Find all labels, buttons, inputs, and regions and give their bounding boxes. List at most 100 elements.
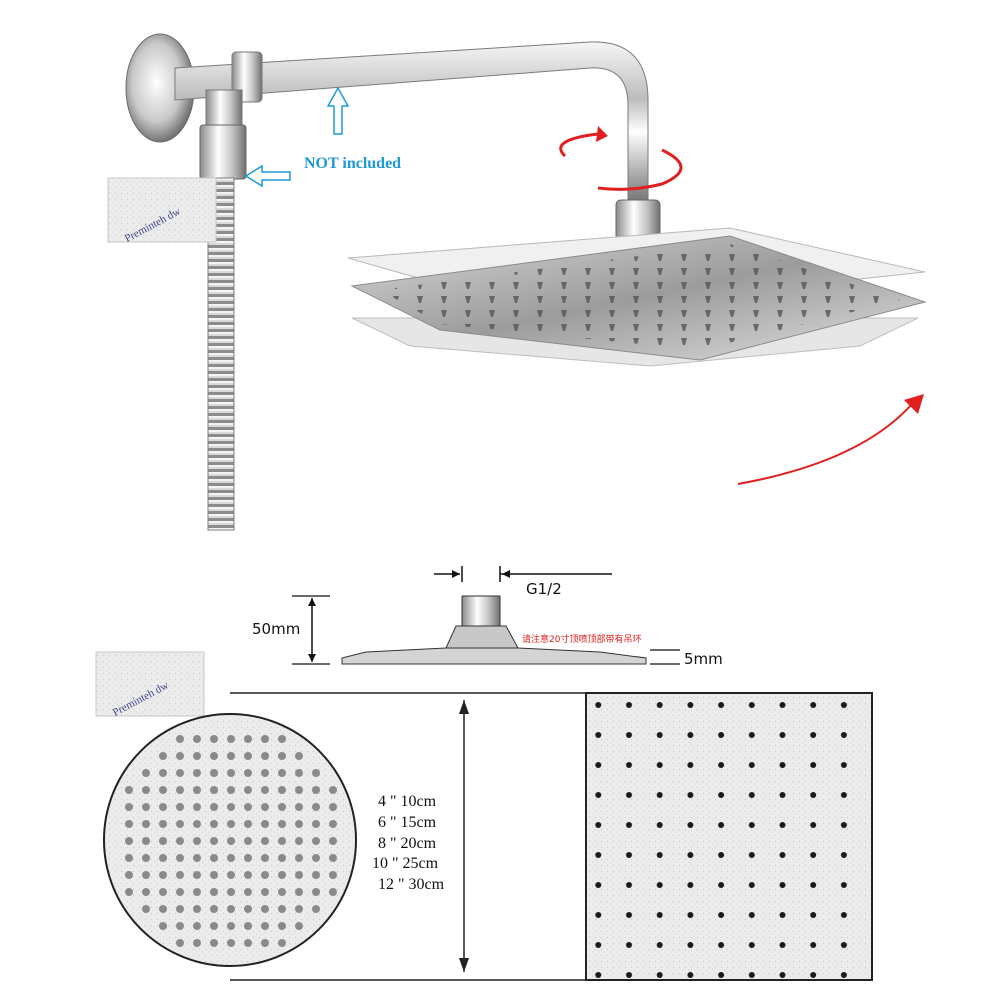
nozzle-dot: [210, 820, 218, 828]
nozzle-dot: [295, 871, 303, 879]
nozzle-dot: [227, 939, 235, 947]
nozzle-dot: [159, 803, 167, 811]
square-nozzle-grid: [588, 696, 870, 978]
nozzle-dot: [295, 888, 303, 896]
nozzle-dot: [227, 888, 235, 896]
nozzle-dot: [261, 837, 269, 845]
nozzle-dot: [312, 803, 320, 811]
hose-nut: [199, 124, 247, 180]
nozzle-dot: [261, 752, 269, 760]
nozzle-dot: [295, 803, 303, 811]
thickness-label: 5mm: [684, 650, 723, 668]
plate-profile: [341, 647, 647, 665]
nozzle-dot: [278, 905, 286, 913]
nozzle-dot: [210, 905, 218, 913]
nozzle-dot: [244, 871, 252, 879]
nozzle-dot: [295, 922, 303, 930]
nozzle-dot: [176, 803, 184, 811]
nozzle-dot: [244, 820, 252, 828]
nozzle-dot: [125, 803, 133, 811]
nozzle-dot: [210, 888, 218, 896]
nozzle-dot: [176, 922, 184, 930]
nozzle-dot: [312, 888, 320, 896]
nozzle-dot: [278, 769, 286, 777]
nozzle-dot: [329, 803, 337, 811]
thread-size-label: G1/2: [526, 580, 562, 598]
nozzle-dot: [176, 735, 184, 743]
nozzle-dot: [176, 752, 184, 760]
nozzle-dot: [261, 769, 269, 777]
nozzle-dot: [193, 905, 201, 913]
nozzle-dot: [193, 820, 201, 828]
nozzle-dot: [159, 820, 167, 828]
nozzle-dot: [227, 905, 235, 913]
nozzle-dot: [176, 905, 184, 913]
nozzle-dot: [159, 871, 167, 879]
nozzle-dot: [193, 803, 201, 811]
nozzle-dot: [193, 837, 201, 845]
hose-connector: [205, 89, 243, 131]
nozzle-dot: [244, 803, 252, 811]
nozzle-dot: [295, 786, 303, 794]
nozzle-dot: [278, 837, 286, 845]
not-included-label: NOT included: [304, 155, 401, 172]
nozzle-dot: [193, 922, 201, 930]
nozzle-dot: [329, 820, 337, 828]
nozzle-dot: [244, 752, 252, 760]
nozzle-dot: [159, 905, 167, 913]
nozzle-dot: [210, 769, 218, 777]
nozzle-dot: [244, 769, 252, 777]
nozzle-dot: [159, 888, 167, 896]
size-item: 8 " 20cm: [378, 835, 437, 852]
shower-head-illustration: [347, 227, 927, 367]
nozzle-dot: [125, 871, 133, 879]
nozzle-dot: [159, 837, 167, 845]
round-shower-face: [103, 713, 357, 967]
rotate-arrow-ring: [597, 148, 683, 191]
shower-plate-nozzles: [380, 244, 900, 350]
nozzle-dot: [261, 735, 269, 743]
nozzle-dot: [227, 922, 235, 930]
nozzle-dot: [278, 854, 286, 862]
connector-nut: [461, 595, 501, 627]
nozzle-dot: [244, 837, 252, 845]
left-arrow-icon: [244, 164, 291, 188]
nozzle-dot: [159, 769, 167, 777]
nozzle-dot: [244, 786, 252, 794]
nozzle-dot: [295, 769, 303, 777]
up-arrow-icon: [326, 86, 350, 135]
nozzle-dot: [159, 854, 167, 862]
nozzle-dot: [312, 786, 320, 794]
rotation-arrows: [559, 126, 924, 485]
nozzle-dot: [244, 905, 252, 913]
nozzle-dot: [142, 871, 150, 879]
nozzle-dot: [227, 803, 235, 811]
nozzle-dot: [227, 837, 235, 845]
nozzle-dot: [278, 871, 286, 879]
nozzle-dot: [176, 820, 184, 828]
size-item: 12 " 30cm: [378, 876, 445, 893]
nozzle-dot: [278, 888, 286, 896]
nozzle-dot: [193, 854, 201, 862]
nozzle-dot: [295, 752, 303, 760]
nozzle-dot: [142, 786, 150, 794]
nozzle-dot: [193, 735, 201, 743]
nozzle-dot: [176, 837, 184, 845]
size-item: 4 " 10cm: [378, 793, 437, 810]
nozzle-dot: [210, 786, 218, 794]
nozzle-dot: [193, 769, 201, 777]
nozzle-dot: [295, 837, 303, 845]
nozzle-dot: [261, 888, 269, 896]
chinese-note: 请注意20寸顶喷顶部带有吊环: [522, 633, 641, 645]
nozzle-dot: [312, 837, 320, 845]
nozzle-dot: [125, 837, 133, 845]
nozzle-dot: [159, 752, 167, 760]
nozzle-dot: [176, 786, 184, 794]
nozzle-dot: [193, 939, 201, 947]
nozzle-dot: [142, 854, 150, 862]
nozzle-dot: [278, 922, 286, 930]
size-item: 6 " 15cm: [378, 814, 437, 831]
nozzle-dot: [312, 854, 320, 862]
nozzle-dot: [278, 735, 286, 743]
